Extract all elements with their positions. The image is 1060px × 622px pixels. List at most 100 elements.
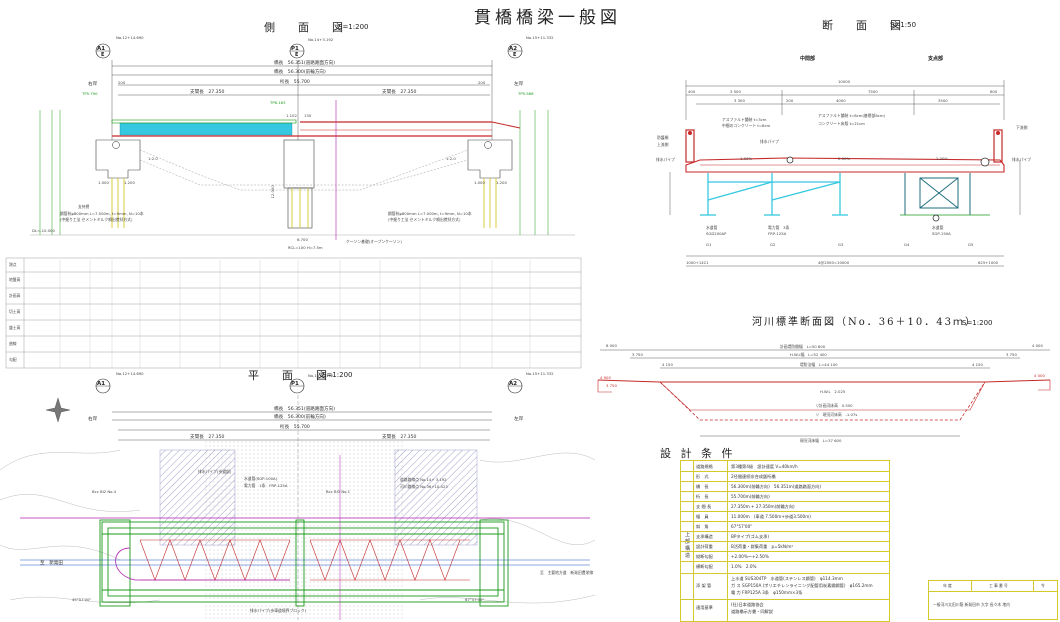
skew-left: 45°57'00"	[72, 597, 92, 602]
water-pipe-spec: SGD200AP	[706, 231, 727, 236]
bcc-right: Bcc BI3 No.1	[326, 489, 351, 494]
cond-key: 橋 長	[696, 484, 709, 489]
pile-left-spec: 鋼管杭φ800mm L=7.500m, t=9mm, N=10本	[60, 211, 144, 216]
dim-600: 600	[990, 89, 998, 94]
cond-value: 第3種第4級 設計速度 V=40km/h	[731, 464, 798, 469]
cond-key: 斜 角	[696, 524, 709, 529]
cross-section-title: 断 面 図	[822, 19, 907, 32]
profile-row-label: 測点	[9, 262, 17, 267]
dim-3750-r: 3 750	[1006, 352, 1017, 357]
cond-value: 上水道 SUS304TP 水道管(ステンレス鋼管) φ114.3mm	[731, 576, 843, 581]
station-marker-icon: A2	[509, 46, 518, 52]
dl-label: DL=-10.000	[32, 228, 55, 233]
a2-station: No.15+11.332	[526, 35, 554, 40]
hwl-label: H.W.L 2.025	[820, 389, 846, 394]
asphalt-2: アスファルト舗装 t=8cm(基層部8cm)	[818, 113, 886, 118]
skew-right: 67°57'00"	[465, 597, 485, 602]
profile-row-label: 計画高	[9, 293, 21, 298]
cond-key: 道路規格	[696, 464, 713, 469]
plan-girder-length: 桁長 55.700	[280, 425, 310, 430]
asphalt-1: アスファルト舗装 t=3cm	[722, 117, 767, 122]
slope-left: 1:2.0	[148, 156, 158, 161]
drain-block-label: 排水パイプ(歩車道境界ブロック)	[250, 608, 307, 613]
a1-station: No.12+14.690	[116, 35, 144, 40]
dim-4000: 4000	[836, 98, 846, 103]
cond-value: 11.000m (車道 7.500m+歩道3.500m)	[731, 514, 811, 519]
side-view	[30, 43, 575, 240]
girder-g3: G3	[838, 242, 844, 247]
tp-right: TP5.586	[518, 91, 534, 96]
dim-200: 200	[786, 98, 794, 103]
profile-row-label: 地盤高	[9, 277, 21, 282]
cond-key: 支承構造	[696, 534, 713, 539]
dim-1000-r: 1.000	[474, 180, 485, 185]
plan-view-scale: S=1:200	[322, 371, 353, 379]
side-view-scale: S=1:200	[338, 23, 369, 31]
slope-1: 1.00%	[740, 156, 753, 161]
station-marker-icon: A2	[509, 381, 518, 387]
dim-4000-r: 4 000	[1032, 343, 1043, 348]
river-section-scale: S=1:200	[962, 319, 993, 327]
cond-value: (社)日本道路協会	[731, 602, 764, 607]
cond-key: 横断勾配	[696, 564, 713, 569]
drain-pipe-left: 排水パイプ	[656, 157, 675, 162]
girder-g1: G1	[706, 242, 712, 247]
drain-pipe-mid: 排水パイプ	[760, 139, 779, 144]
upper-side: 上流側	[657, 142, 669, 147]
cond-key: 設計荷重	[696, 544, 713, 549]
water-pipe-label: 水道管(SGP-100A)	[244, 476, 278, 481]
dim-200-left: 200	[118, 80, 126, 85]
cond-value: 27.350m + 27.350m(前輪方向)	[731, 504, 795, 509]
tp-mid: TP6.163	[270, 100, 286, 105]
cond-value: B活荷重・群集荷重 p=5kN/m²	[731, 544, 794, 549]
cond-key: 形 式	[696, 474, 709, 479]
station-e-label: E	[513, 52, 517, 58]
to-left-label: 至 新発田	[40, 561, 63, 566]
cond-value: 67°57'00"	[731, 524, 753, 529]
elec-pipe-label: 電力管 1条 FRP-125A	[244, 483, 288, 488]
current-bed-label: ▽ 現況河床高 -1.07s	[816, 412, 858, 417]
current-bank-width: 現況河床幅 L=37 600	[800, 438, 842, 443]
cond-key: 縦断勾配	[696, 554, 713, 559]
cond-value: BPタイプ(ゴム支承)	[731, 534, 769, 539]
slope-right: 1:2.0	[446, 156, 456, 161]
cond-value: 55.700m(前輪方向)	[731, 494, 770, 499]
dim-200-right: 200	[478, 80, 486, 85]
caisson-dim: RCL=100 H=7.5m	[288, 245, 323, 250]
station-marker-icon: P1	[291, 46, 299, 52]
plan-p1-station: No.14+3.192	[308, 373, 334, 378]
tp-left: TP5.790	[82, 91, 98, 96]
design-conditions-table: 上部構造 道路規格 第3種第4級 設計速度 V=40km/h 形 式 2径間連続…	[680, 460, 890, 622]
cond-key: 添 架 管	[696, 583, 712, 588]
dim-1102: 1.102	[286, 113, 297, 118]
profile-table	[5, 257, 582, 369]
cond-value: 1.0% 2.0%	[731, 564, 757, 569]
profile-row-label: 切土高	[9, 309, 21, 314]
cond-key: 幅 員	[696, 514, 709, 519]
plan-span-right: 支間長 27.350	[382, 435, 417, 440]
design-conditions-title: 設 計 条 件	[660, 447, 736, 460]
dim-3750b: 3 750	[606, 383, 617, 388]
total-width: 10000	[838, 79, 851, 84]
drain-pipe-right: 排水パイプ	[1012, 157, 1031, 162]
concrete-2: コンクリート床版 t=21cm	[818, 121, 865, 126]
station-marker-icon: A1	[97, 46, 106, 52]
plan-right-bank: 左岸	[514, 417, 524, 422]
plan-span-left: 支間長 27.350	[190, 435, 225, 440]
title-block: 年 度 工 事 番 号 令 一級河川太田川筋 新発田市 大字 長々木 地内	[928, 580, 1058, 620]
plan-view-title: 平 面 図	[248, 369, 333, 382]
dim-6000: 6 000	[606, 343, 617, 348]
dim-1200: 1.200	[124, 180, 135, 185]
dim-4150-r: 4 150	[972, 362, 983, 367]
cond-value: 56.300m(前輪方向) 56.351m(道路路面方向)	[731, 484, 822, 489]
dim-3300: 3 300	[734, 98, 745, 103]
bottom-right-dim: 625+1000	[978, 260, 999, 265]
girder-g5: G5	[968, 242, 974, 247]
plan-a1-station: No.12+14.690	[116, 371, 144, 376]
plan-bridge-length: 橋長 56.351(道路路面方向)	[274, 407, 336, 412]
main-title: 貫橋橋梁一般図	[474, 8, 621, 28]
river-center-label: 河川路線点 No.36+10.423	[400, 484, 448, 489]
conditions-side-label: 上部構造	[685, 532, 691, 559]
lower-side: 下流側	[1016, 125, 1028, 130]
profile-row-label: 盛土高	[9, 325, 21, 330]
